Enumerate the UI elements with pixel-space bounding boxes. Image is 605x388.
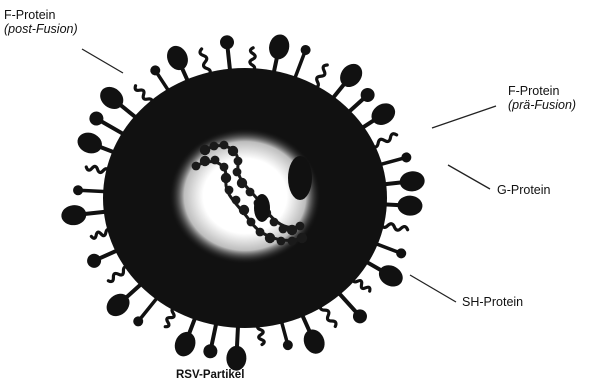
f-protein-stalk — [281, 321, 287, 342]
f-protein-head — [367, 99, 399, 129]
label-sh-protein: SH-Protein — [462, 295, 523, 309]
sh-protein-head — [299, 44, 312, 57]
sh-protein-head — [219, 35, 234, 50]
nucleocapsid-bead — [232, 196, 241, 205]
leader-line-f-pre — [432, 106, 496, 128]
nucleocapsid-bead — [200, 156, 210, 166]
label-f-protein-post-fusion: F-Protein (post-Fusion) — [4, 8, 78, 36]
f-protein-stalk — [338, 292, 357, 313]
f-protein-head — [300, 326, 328, 357]
nucleocapsid-bead — [211, 156, 220, 165]
leader-line-sh — [410, 275, 456, 302]
nucleocapsid-bead — [279, 225, 288, 234]
f-protein-head — [60, 204, 87, 227]
f-protein-head — [226, 345, 247, 371]
nucleocapsid-bead — [220, 163, 229, 172]
label-f-pre-state: (prä-Fusion) — [508, 98, 576, 112]
f-protein-stalk — [140, 297, 158, 319]
sh-protein-head — [73, 185, 83, 195]
g-protein-spike — [250, 48, 255, 71]
sh-protein-head — [395, 247, 408, 260]
nucleocapsid-bead — [270, 218, 279, 227]
f-protein-head — [163, 43, 191, 74]
g-protein-spike — [320, 305, 336, 327]
g-protein-spike — [135, 86, 152, 104]
leader-line-g — [448, 165, 490, 189]
g-protein-spike — [372, 134, 397, 147]
nucleocapsid-bead — [296, 222, 305, 231]
matrix-protein-blob — [288, 156, 312, 200]
nucleocapsid-bead — [200, 145, 210, 155]
f-protein-head — [74, 129, 104, 157]
g-protein-spike — [381, 224, 407, 230]
nucleocapsid-bead — [220, 141, 229, 150]
label-g-protein: G-Protein — [497, 183, 551, 197]
sh-protein-head — [87, 109, 106, 128]
nucleocapsid-bead — [239, 205, 249, 215]
sh-protein-head — [85, 252, 104, 271]
f-protein-stalk — [211, 323, 216, 347]
nucleocapsid-bead — [288, 237, 297, 246]
nucleocapsid-bead — [210, 142, 219, 151]
g-protein-spike — [108, 267, 128, 282]
g-protein-spike — [200, 49, 210, 75]
f-protein-stalk — [100, 121, 124, 135]
sh-protein-head — [400, 151, 412, 163]
g-protein-spike — [314, 65, 327, 88]
f-protein-head — [375, 261, 407, 291]
f-protein-stalk — [98, 250, 118, 259]
f-protein-stalk — [379, 158, 403, 165]
diagram-caption: RSV-Partikel — [176, 369, 244, 381]
f-protein-head — [171, 329, 199, 359]
sh-protein-head — [202, 343, 219, 360]
nucleocapsid-bead — [247, 218, 256, 227]
nucleocapsid-bead — [297, 233, 307, 243]
f-protein-stalk — [348, 98, 364, 113]
f-protein-head — [397, 195, 423, 216]
nucleocapsid-bead — [234, 157, 243, 166]
f-protein-stalk — [295, 53, 305, 79]
label-f-pre-name: F-Protein — [508, 84, 576, 98]
g-protein-spike — [258, 325, 265, 345]
matrix-protein-blob — [254, 194, 270, 222]
f-protein-stalk — [157, 73, 169, 91]
nucleocapsid-bead — [256, 228, 265, 237]
nucleocapsid-bead — [221, 173, 231, 183]
nucleocapsid-bead — [225, 186, 234, 195]
label-f-protein-pre-fusion: F-Protein (prä-Fusion) — [508, 84, 576, 112]
f-protein-stalk — [375, 243, 398, 252]
f-protein-stalk — [227, 46, 230, 71]
leader-line-f-post — [82, 49, 123, 73]
nucleocapsid-bead — [246, 188, 255, 197]
nucleocapsid-bead — [277, 237, 286, 246]
g-protein-spike — [353, 278, 370, 291]
nucleocapsid-bead — [192, 162, 201, 171]
f-protein-stalk — [81, 190, 106, 191]
g-protein-spike — [86, 166, 109, 172]
sh-protein-head — [282, 339, 294, 351]
nucleocapsid-bead — [237, 178, 247, 188]
f-protein-head — [267, 33, 292, 62]
nucleocapsid-bead — [265, 233, 275, 243]
g-protein-spike — [165, 308, 175, 326]
nucleocapsid-bead — [228, 146, 238, 156]
nucleocapsid-bead — [233, 168, 242, 177]
label-f-post-name: F-Protein — [4, 8, 78, 22]
label-f-post-state: (post-Fusion) — [4, 22, 78, 36]
f-protein-head — [399, 170, 426, 193]
